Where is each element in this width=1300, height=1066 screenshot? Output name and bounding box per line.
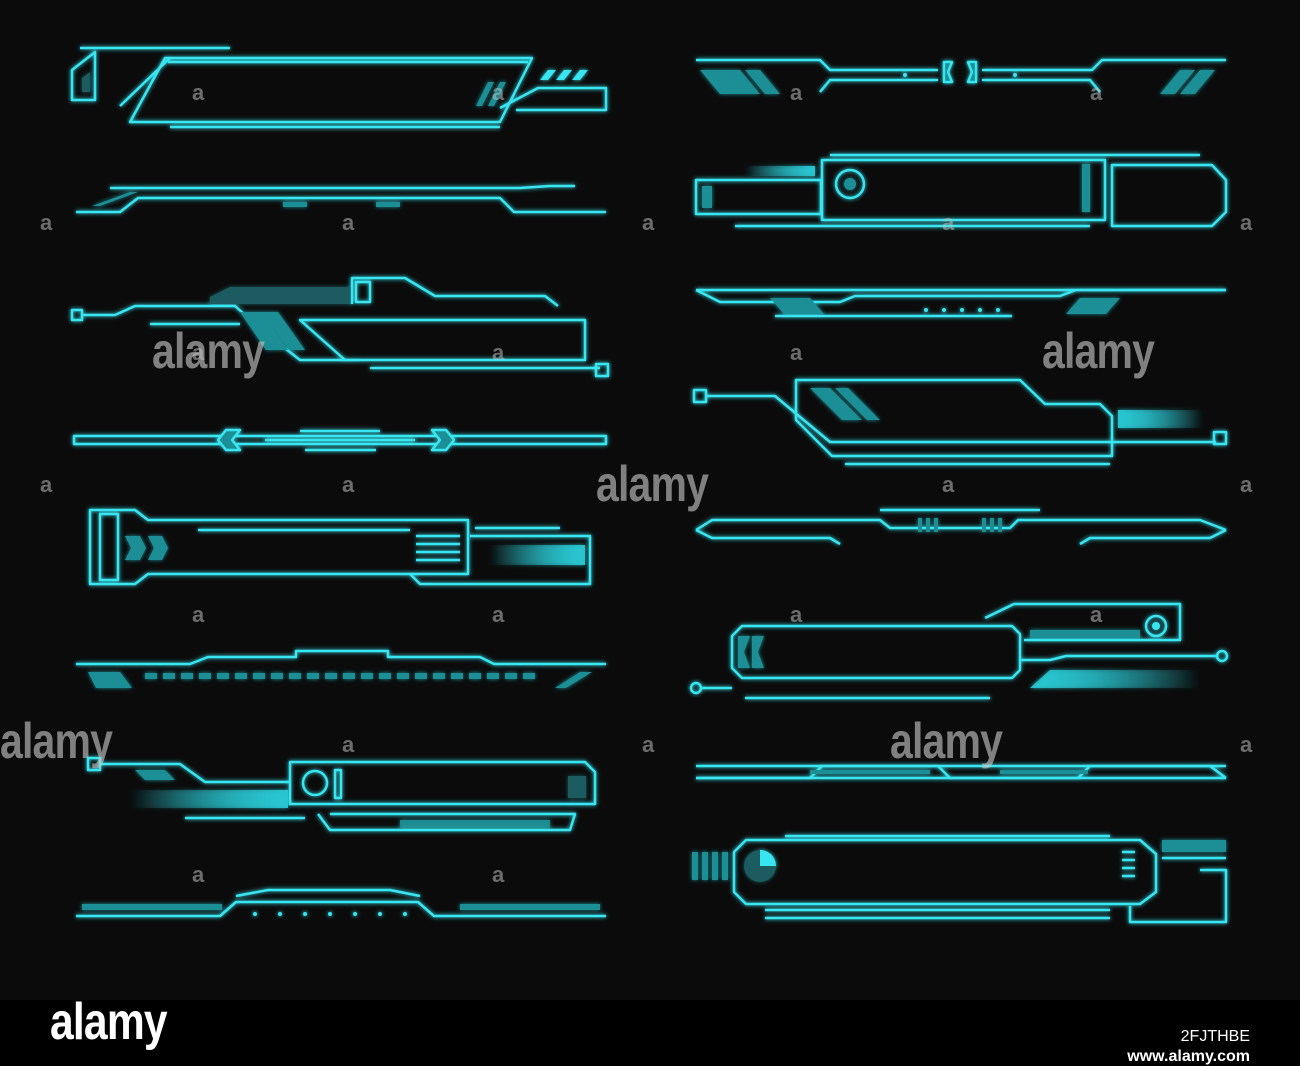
hud-divider-right-7	[696, 764, 1227, 780]
watermark-brand: alamy	[0, 713, 113, 769]
watermark-mark: a	[492, 602, 505, 627]
hud-divider-right-5	[695, 508, 1227, 546]
hud-divider-left-2	[76, 184, 606, 214]
hud-divider-left-8	[76, 888, 606, 918]
watermark-mark: a	[1090, 80, 1103, 105]
hud-panel-right-2	[694, 153, 1228, 228]
watermark-mark: a	[1240, 732, 1253, 757]
watermark-mark: a	[942, 210, 955, 235]
hud-artboard: a a a a a a a a a a a a a a a a a a a a …	[0, 0, 1300, 1000]
footer-image-id: 2FJTHBE	[1180, 1028, 1250, 1045]
hud-panel-left-5	[88, 508, 592, 586]
watermark-mark: a	[790, 602, 803, 627]
watermark-brand: alamy	[152, 323, 265, 379]
hud-panel-left-7	[86, 756, 597, 832]
watermark-mark: a	[40, 210, 53, 235]
footer-logo: alamy	[50, 993, 168, 1051]
watermark-mark: a	[1240, 210, 1253, 235]
hud-bar-left-4	[72, 428, 608, 452]
watermark-mark: a	[492, 862, 505, 887]
watermark-brand: alamy	[890, 713, 1003, 769]
watermark-mark: a	[192, 80, 205, 105]
watermark-mark: a	[492, 340, 505, 365]
footer-url: www.alamy.com	[1127, 1048, 1250, 1065]
watermark-mark: a	[642, 210, 655, 235]
hud-frame-right-4	[692, 378, 1228, 466]
watermark-mark: a	[790, 80, 803, 105]
hud-frame-left-3	[70, 276, 610, 378]
hud-divider-right-1	[696, 58, 1226, 94]
watermark-mark: a	[342, 472, 355, 497]
watermark-mark: a	[192, 602, 205, 627]
watermark-mark: a	[790, 340, 803, 365]
watermark-mark: a	[942, 472, 955, 497]
watermark-mark: a	[492, 80, 505, 105]
watermark-mark: a	[192, 340, 205, 365]
watermark-mark: a	[342, 210, 355, 235]
watermark-mark: a	[342, 732, 355, 757]
hud-panel-right-8	[692, 834, 1228, 924]
watermark-mark: a	[642, 732, 655, 757]
hud-elements-illustration	[70, 46, 1229, 924]
watermark-mark: a	[1090, 602, 1103, 627]
watermark-brand: alamy	[596, 456, 709, 512]
watermark-mark: a	[40, 472, 53, 497]
hud-divider-left-6	[76, 649, 606, 688]
hud-divider-right-3	[695, 288, 1226, 318]
watermark-mark: a	[192, 862, 205, 887]
hud-frame-left-1	[70, 46, 608, 129]
footer-bar	[0, 1000, 1300, 1065]
watermark-brand: alamy	[1042, 323, 1155, 379]
hud-panel-right-6	[689, 602, 1229, 700]
watermark-mark: a	[1240, 472, 1253, 497]
